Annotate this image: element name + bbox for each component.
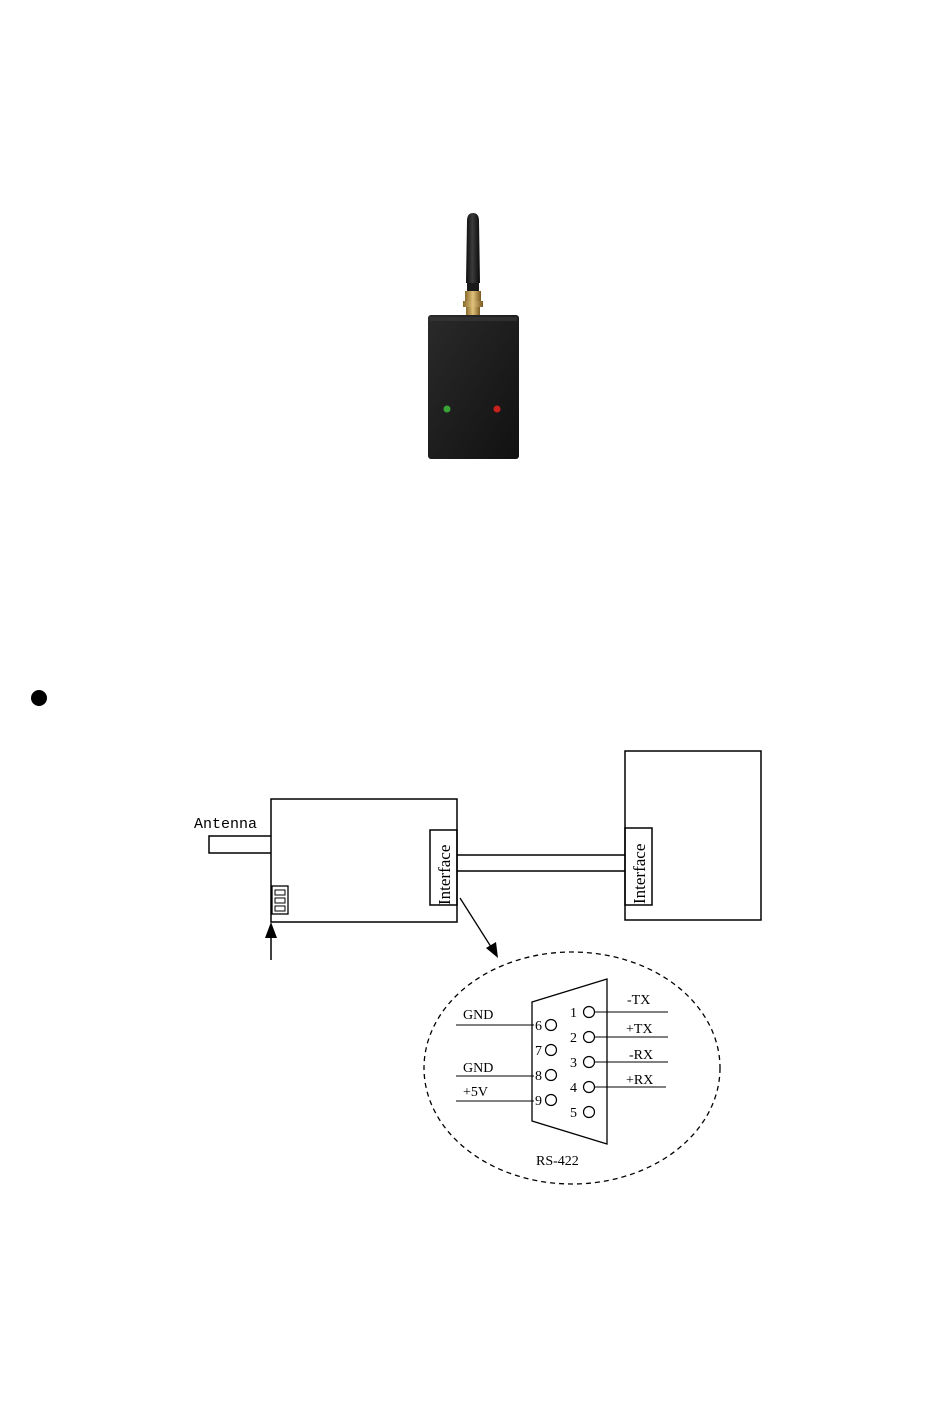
pin-4: 4 +RX [570, 1073, 666, 1096]
svg-text:7: 7 [535, 1044, 542, 1059]
host-interface-label: Interface [630, 844, 649, 904]
pin-3-signal: -RX [629, 1048, 653, 1063]
pin-8-signal: GND [463, 1061, 493, 1076]
radio-modem-photo [405, 205, 540, 470]
pin-1: 1 -TX [570, 993, 668, 1021]
bullet-point-icon [31, 690, 47, 706]
connection-diagram: Antenna Interface Interface [0, 730, 950, 1200]
status-led-green-icon [444, 406, 451, 413]
svg-text:5: 5 [570, 1106, 577, 1121]
pin-3: 3 -RX [570, 1048, 668, 1071]
svg-text:9: 9 [535, 1094, 542, 1109]
sma-connector-icon [463, 291, 483, 315]
antenna-stub [209, 836, 271, 853]
detail-arrow-icon [460, 898, 498, 958]
antenna-icon [466, 213, 480, 291]
modem-enclosure [428, 315, 519, 459]
pin-6: 6 GND [456, 1008, 557, 1034]
power-connector-icon [272, 886, 288, 914]
pin-4-signal: +RX [626, 1073, 653, 1088]
svg-text:3: 3 [570, 1056, 577, 1071]
svg-text:4: 4 [570, 1081, 577, 1096]
pin-8: 8 GND [456, 1061, 557, 1084]
svg-text:6: 6 [535, 1019, 542, 1034]
svg-text:1: 1 [570, 1006, 577, 1021]
module-box [271, 799, 457, 922]
module-interface-label: Interface [435, 845, 454, 905]
antenna-label: Antenna [194, 816, 257, 833]
pin-7: 7 [535, 1044, 557, 1059]
pin-5: 5 [570, 1106, 595, 1121]
status-led-red-icon [494, 406, 501, 413]
power-arrow-icon [265, 922, 277, 960]
pin-6-signal: GND [463, 1008, 493, 1023]
connector-name: RS-422 [536, 1154, 579, 1169]
svg-text:8: 8 [535, 1069, 542, 1084]
svg-text:2: 2 [570, 1031, 577, 1046]
pin-9: 9 +5V [456, 1085, 557, 1109]
pin-9-signal: +5V [463, 1085, 488, 1100]
pin-1-signal: -TX [627, 993, 650, 1008]
pin-2-signal: +TX [626, 1022, 653, 1037]
pin-2: 2 +TX [570, 1022, 668, 1046]
